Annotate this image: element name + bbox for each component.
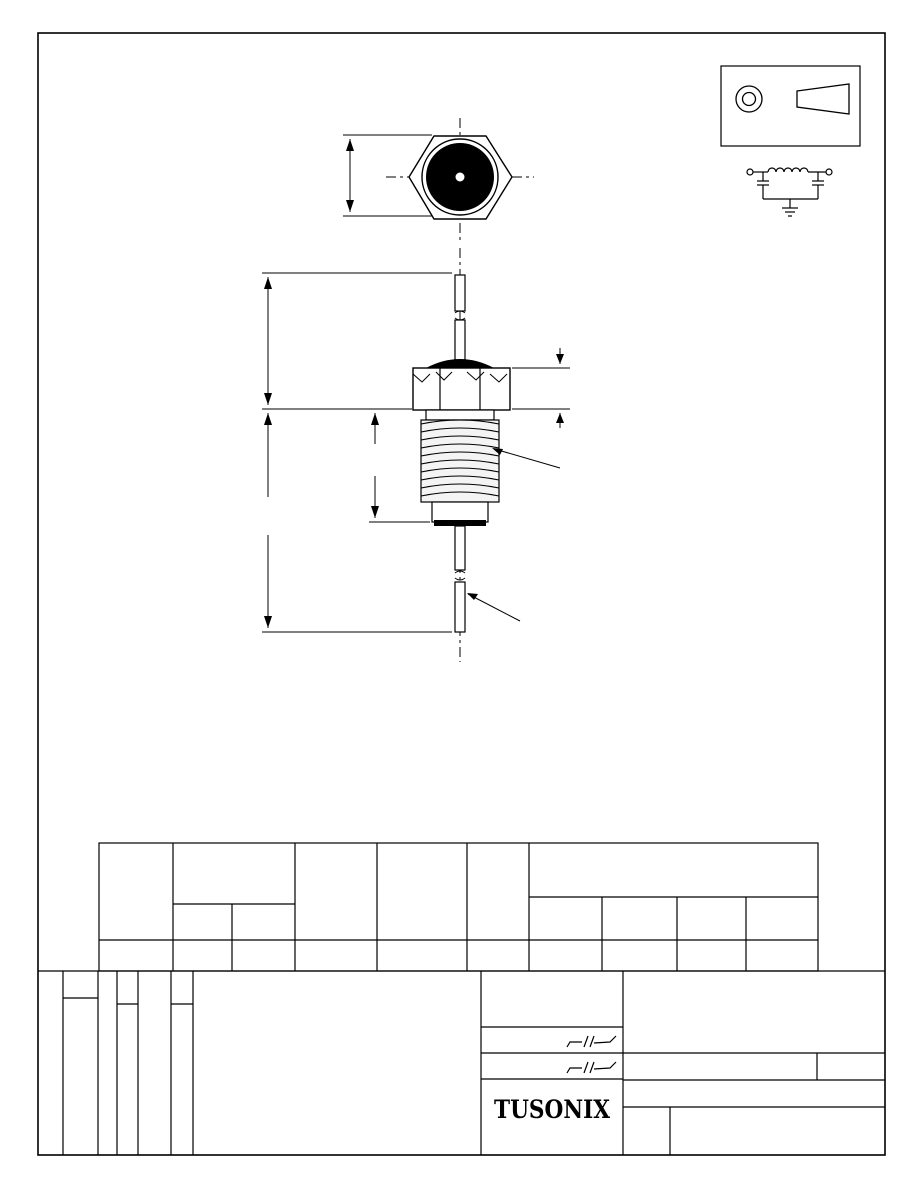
feedthrough-side-view-icon [796, 83, 850, 115]
part-data-table [98, 842, 819, 972]
pi-filter-schematic-icon [746, 167, 833, 217]
symbol-box [720, 65, 861, 147]
signature-icon [566, 1035, 617, 1074]
title-block [38, 970, 885, 1155]
side-view [262, 248, 570, 662]
end-view [343, 118, 534, 244]
feedthrough-end-view-icon [735, 85, 763, 113]
sheet-border [37, 32, 886, 1156]
company-logo: TUSONIX [494, 1095, 611, 1124]
ground-symbol-icon [782, 207, 798, 217]
